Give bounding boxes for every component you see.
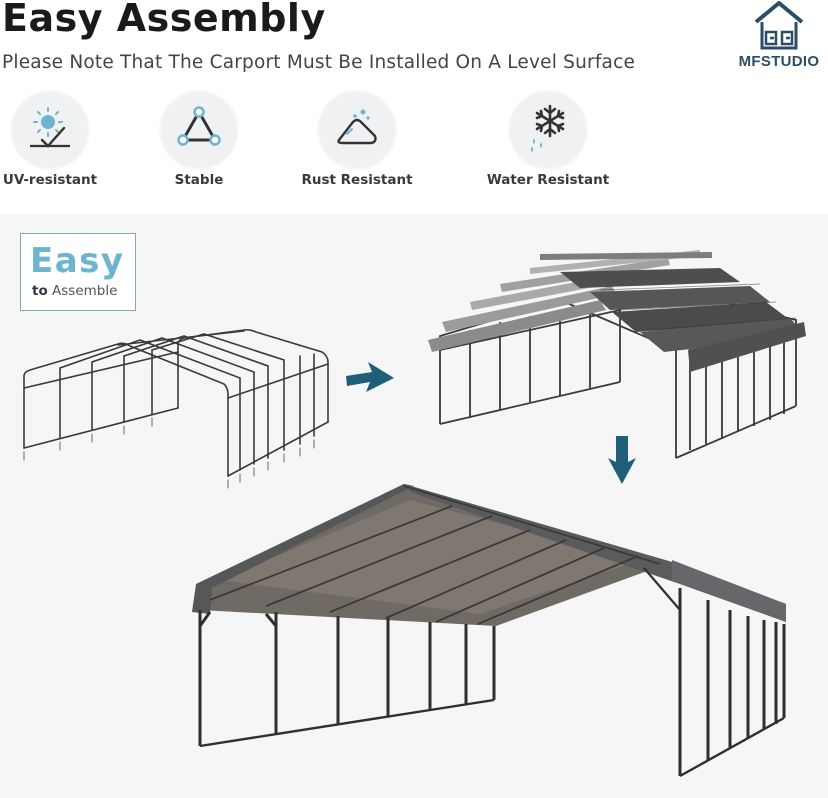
house-logo-icon	[754, 1, 804, 50]
badge-caption: to Assemble	[32, 283, 117, 299]
brand-logo: MFSTUDIO	[730, 0, 828, 72]
snowflake-rain-icon	[531, 104, 565, 152]
feature-uv-resistant: UV-resistant	[0, 92, 120, 192]
sun-check-icon	[30, 107, 70, 148]
feature-label: Rust Resistant	[301, 172, 413, 188]
feature-circle	[12, 92, 88, 168]
badge-caption-bold: to	[32, 283, 48, 299]
feature-label: Stable	[174, 172, 224, 188]
feature-water-resistant: Water Resistant	[478, 92, 618, 192]
badge-caption-text: Assemble	[52, 283, 118, 299]
anti-rust-icon	[337, 109, 377, 145]
feature-stable: Stable	[129, 92, 269, 192]
brand-name: MFSTUDIO	[738, 53, 820, 70]
arrow-right-icon	[346, 362, 394, 392]
feature-label: UV-resistant	[2, 172, 98, 188]
carport-frame-step1	[23, 328, 329, 489]
feature-circle	[319, 92, 395, 168]
arrow-down-icon	[608, 436, 636, 484]
page-subtitle: Please Note That The Carport Must Be Ins…	[2, 52, 636, 73]
easy-assemble-badge: Easy to Assemble	[20, 233, 136, 311]
badge-title: Easy	[30, 241, 125, 281]
triangle-structure-icon	[177, 106, 221, 146]
feature-circle	[510, 92, 586, 168]
feature-label: Water Resistant	[486, 172, 610, 188]
carport-exploded-step2	[428, 250, 806, 459]
feature-rust-resistant: Rust Resistant	[287, 92, 427, 192]
feature-circle	[161, 92, 237, 168]
page-title: Easy Assembly	[2, 0, 326, 40]
carport-finished-step3	[192, 484, 786, 778]
